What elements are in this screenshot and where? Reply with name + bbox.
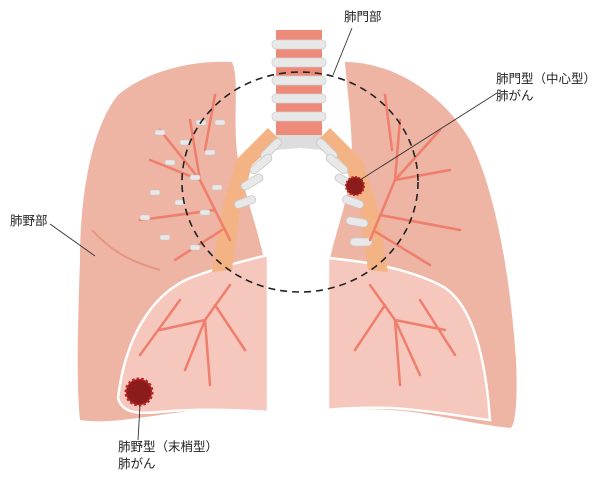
blood-vessels xyxy=(138,93,462,387)
trachea xyxy=(271,30,327,150)
label-central-cancer-line2: 肺がん xyxy=(496,88,534,103)
peripheral-region-line xyxy=(91,229,161,271)
leader-lines xyxy=(49,27,498,441)
label-peripheral-cancer: 肺野型（末梢型） 肺がん xyxy=(118,438,218,472)
peripheral-tumor xyxy=(124,377,154,407)
left-bronchioles xyxy=(139,119,226,251)
label-central-cancer-line1: 肺門型（中心型） xyxy=(496,71,597,86)
right-lower-lobe xyxy=(326,256,492,422)
label-peripheral-cancer-line2: 肺がん xyxy=(118,456,156,471)
label-central-cancer: 肺門型（中心型） 肺がん xyxy=(496,70,596,104)
label-peripheral-cancer-line1: 肺野型（末梢型） xyxy=(118,439,219,454)
label-hilum-region: 肺門部 xyxy=(344,9,382,24)
left-lower-lobe xyxy=(116,253,270,415)
label-peripheral-region: 肺野部 xyxy=(10,213,48,228)
central-tumor xyxy=(345,176,365,196)
hilum-region-outline xyxy=(181,71,419,293)
